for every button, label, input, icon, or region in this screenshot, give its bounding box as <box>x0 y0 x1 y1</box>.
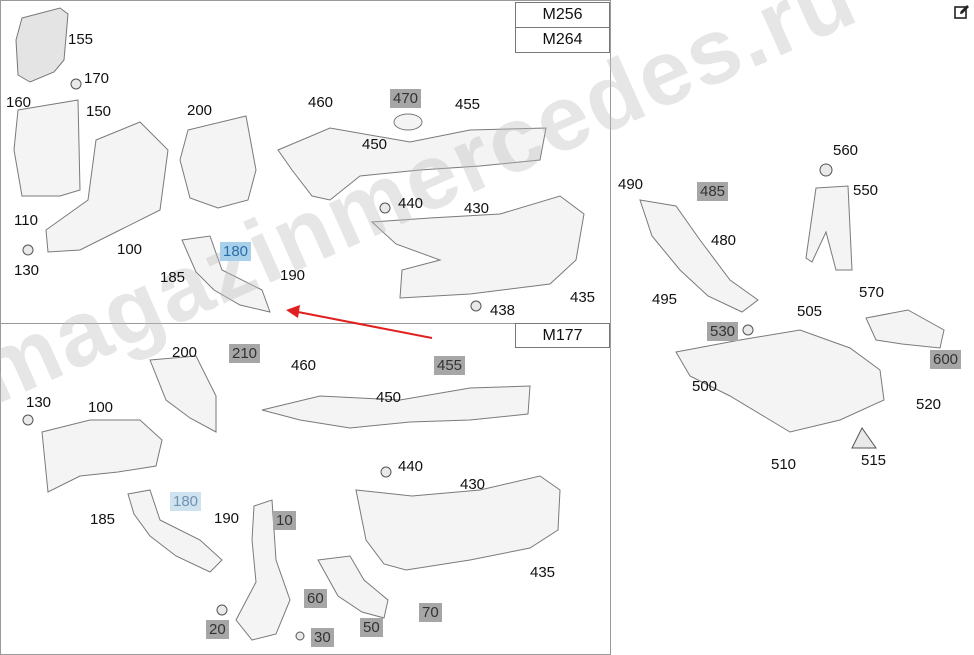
clip-30 <box>295 631 305 641</box>
clip-130 <box>22 244 34 256</box>
label-450[interactable]: 450 <box>362 136 388 153</box>
part-100-shape <box>45 121 169 253</box>
label-560[interactable]: 560 <box>833 142 859 159</box>
red-arrow-line <box>297 311 433 339</box>
part-150-shape <box>13 99 81 197</box>
clip-530 <box>742 324 754 336</box>
label-470[interactable]: 470 <box>390 89 422 108</box>
label-100-m177[interactable]: 100 <box>88 399 114 416</box>
part-480-shape <box>639 199 759 313</box>
label-10[interactable]: 10 <box>273 511 296 530</box>
label-520[interactable]: 520 <box>916 396 942 413</box>
label-455[interactable]: 455 <box>455 96 481 113</box>
part-550-shape <box>805 185 853 271</box>
label-190-m177[interactable]: 190 <box>214 510 240 527</box>
label-130[interactable]: 130 <box>14 262 40 279</box>
part-450-shape <box>277 127 547 201</box>
label-480[interactable]: 480 <box>711 232 737 249</box>
part-200-shape <box>179 115 257 209</box>
engine-tag-m177[interactable]: M177 <box>515 323 610 348</box>
clip-440 <box>379 202 391 214</box>
part-500-shape <box>675 329 885 433</box>
part-450b-shape <box>261 385 531 429</box>
label-570[interactable]: 570 <box>859 284 885 301</box>
label-455-m177[interactable]: 455 <box>434 356 466 375</box>
edit-icon[interactable] <box>954 4 970 20</box>
part-470-shape <box>393 113 423 131</box>
part-155-shape <box>15 7 69 83</box>
label-200-m177[interactable]: 200 <box>172 344 198 361</box>
label-600[interactable]: 600 <box>930 350 962 369</box>
label-430-m177[interactable]: 430 <box>460 476 486 493</box>
label-450-m177[interactable]: 450 <box>376 389 402 406</box>
label-185-m177[interactable]: 185 <box>90 511 116 528</box>
clip-440b <box>380 466 392 478</box>
label-485[interactable]: 485 <box>697 182 729 201</box>
label-200[interactable]: 200 <box>187 102 213 119</box>
part-430-shape <box>370 195 585 299</box>
label-50[interactable]: 50 <box>360 618 383 637</box>
clip-560 <box>819 163 833 177</box>
label-185[interactable]: 185 <box>160 269 186 286</box>
label-100[interactable]: 100 <box>117 241 143 258</box>
label-150[interactable]: 150 <box>86 103 112 120</box>
clip-20 <box>216 604 228 616</box>
label-440-m177[interactable]: 440 <box>398 458 424 475</box>
label-130-m177[interactable]: 130 <box>26 394 52 411</box>
label-490[interactable]: 490 <box>618 176 644 193</box>
clip-170 <box>70 78 82 90</box>
red-arrow-head <box>286 305 300 318</box>
label-530[interactable]: 530 <box>707 322 739 341</box>
clip-438 <box>470 300 482 312</box>
part-180-shape <box>181 235 271 313</box>
part-100b-shape <box>41 419 163 493</box>
part-430b-shape <box>355 475 561 571</box>
engine-tag-m256[interactable]: M256 <box>515 2 610 28</box>
label-510[interactable]: 510 <box>771 456 797 473</box>
engine-tag-m264[interactable]: M264 <box>515 27 610 53</box>
label-210[interactable]: 210 <box>229 344 261 363</box>
label-180[interactable]: 180 <box>220 242 252 261</box>
label-180-m177[interactable]: 180 <box>170 492 202 511</box>
part-200b-shape <box>149 355 217 433</box>
label-160[interactable]: 160 <box>6 94 32 111</box>
part-50-shape <box>317 555 389 619</box>
label-30[interactable]: 30 <box>311 628 334 647</box>
clip-130b <box>22 414 34 426</box>
part-600-shape <box>865 309 945 349</box>
label-550[interactable]: 550 <box>853 182 879 199</box>
label-460[interactable]: 460 <box>308 94 334 111</box>
label-435[interactable]: 435 <box>570 289 596 306</box>
label-430[interactable]: 430 <box>464 200 490 217</box>
label-500[interactable]: 500 <box>692 378 718 395</box>
label-440[interactable]: 440 <box>398 195 424 212</box>
part-10-shape <box>235 499 291 641</box>
label-60[interactable]: 60 <box>304 589 327 608</box>
label-435-m177[interactable]: 435 <box>530 564 556 581</box>
label-155[interactable]: 155 <box>68 31 94 48</box>
label-110[interactable]: 110 <box>14 212 38 229</box>
label-170[interactable]: 170 <box>84 70 110 87</box>
label-505[interactable]: 505 <box>797 303 823 320</box>
label-460-m177[interactable]: 460 <box>291 357 317 374</box>
label-438[interactable]: 438 <box>490 302 516 319</box>
label-70[interactable]: 70 <box>419 603 442 622</box>
part-515-shape <box>851 427 877 449</box>
label-20[interactable]: 20 <box>206 620 229 639</box>
label-515[interactable]: 515 <box>861 452 887 469</box>
part-180b-shape <box>127 489 223 573</box>
label-190[interactable]: 190 <box>280 267 306 284</box>
label-495[interactable]: 495 <box>652 291 678 308</box>
